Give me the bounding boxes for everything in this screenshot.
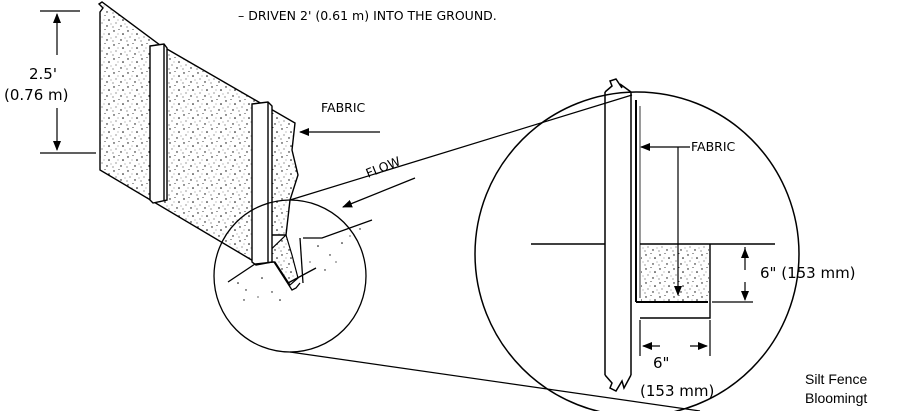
- ground-trench: [227, 219, 373, 291]
- trench-depth-label: 6" (153 mm): [760, 264, 856, 282]
- trench-width-in-label: 6": [653, 354, 669, 372]
- trench-depth-dimension: [712, 247, 753, 303]
- detail-trench-backfill: [641, 245, 709, 301]
- fabric-detail-label: FABRIC: [691, 139, 736, 154]
- detail-circle-large: [474, 91, 800, 411]
- fabric-main-label: FABRIC: [321, 100, 366, 115]
- detail-ground: [531, 243, 775, 319]
- caption-line-1: Silt Fence: [805, 371, 867, 387]
- fence-post-rear: [251, 101, 273, 266]
- trench-width-dimension: [639, 320, 711, 356]
- height-ft-label: 2.5': [29, 65, 57, 83]
- detail-fabric: [635, 100, 708, 303]
- trench-width-mm-label: (153 mm): [640, 382, 714, 400]
- fence-post-front: [149, 43, 168, 204]
- caption-line-2: Bloomingt: [805, 390, 867, 406]
- height-m-label: (0.76 m): [4, 86, 68, 104]
- ground-speckle: [237, 228, 361, 301]
- driven-note: – DRIVEN 2' (0.61 m) INTO THE GROUND.: [238, 8, 497, 23]
- flow-arrow: [342, 177, 416, 208]
- magnifier-connectors: [289, 94, 701, 411]
- height-dimension: [40, 10, 96, 154]
- detail-post-section: [604, 78, 632, 392]
